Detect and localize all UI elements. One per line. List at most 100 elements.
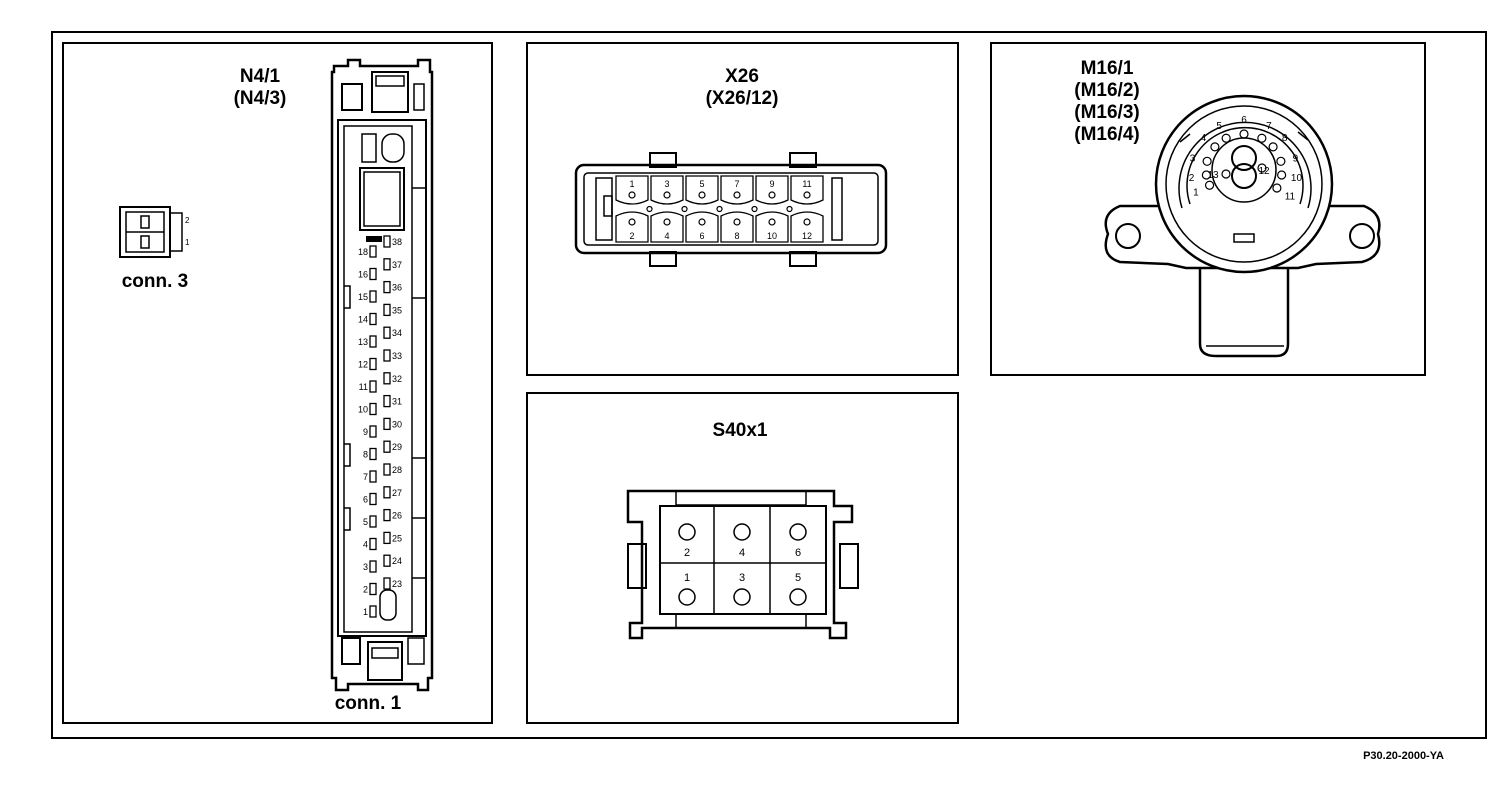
n4-pin-label: 3 — [363, 562, 368, 572]
n4-pin-label: 34 — [392, 328, 402, 338]
n4-pin-slot — [383, 372, 391, 385]
m16-pin — [1204, 180, 1215, 190]
n4-pin-slot — [383, 417, 391, 431]
n4-pin-label: 7 — [363, 472, 368, 482]
x26-cavity — [615, 211, 649, 243]
m16-pin-label: 10 — [1291, 173, 1303, 184]
m16-pin-label: 9 — [1293, 154, 1299, 165]
n4-pin-label: 11 — [359, 382, 368, 392]
n4-pin-label: 9 — [363, 427, 368, 437]
x26-pin — [663, 191, 671, 199]
x26-pin — [803, 218, 811, 226]
panel-s40 — [526, 392, 959, 724]
n4-pin-slot — [369, 380, 377, 393]
m16-pin — [1202, 156, 1212, 166]
s40-pin — [733, 523, 751, 541]
x26-pin — [628, 218, 636, 226]
x26-spacer — [751, 205, 758, 213]
s40-pin-label: 5 — [795, 572, 801, 584]
x26-cavity — [790, 175, 824, 205]
n4-pin-label: 33 — [392, 351, 402, 361]
m16-pin — [1221, 169, 1231, 179]
n4-pin-label: 31 — [392, 397, 402, 407]
n4-pin-slot — [369, 492, 377, 506]
m16-alt2: (M16/3) — [1074, 102, 1140, 123]
n4-pin-label: 5 — [363, 517, 368, 527]
x26-pin-label: 1 — [629, 179, 634, 189]
m16-pin — [1268, 142, 1278, 152]
x26-pin — [733, 191, 741, 199]
n4-pin-slot — [369, 447, 377, 461]
n4-pin-label: 29 — [392, 442, 402, 452]
x26-label: X26 (X26/12) — [672, 66, 812, 110]
m16-pin — [1277, 170, 1287, 180]
n4-pin-slot — [383, 258, 391, 271]
n4-pin-label: 8 — [363, 450, 368, 460]
s40-pin — [789, 588, 807, 606]
x26-pin — [663, 218, 671, 226]
n4-pin-label: 35 — [392, 305, 402, 315]
x26-subtitle: (X26/12) — [705, 88, 779, 109]
n4-pin-label: 26 — [392, 511, 402, 521]
panel-n4 — [62, 42, 493, 724]
x26-pin-label: 12 — [802, 231, 812, 241]
x26-cavity — [685, 175, 719, 205]
n4-pin-label: 1 — [363, 607, 368, 617]
m16-pin — [1201, 170, 1211, 180]
m16-pin-label: 7 — [1266, 121, 1272, 132]
x26-cavity — [650, 175, 684, 205]
s40-pin-label: 1 — [684, 572, 690, 584]
m16-pin-label: 6 — [1241, 115, 1247, 126]
x26-pin — [628, 191, 636, 199]
n4-pin-slot — [369, 357, 377, 371]
m16-pin — [1239, 129, 1249, 139]
x26-pin-label: 7 — [734, 179, 739, 189]
n4-pin-label: 4 — [363, 540, 368, 550]
m16-alt1: (M16/2) — [1074, 80, 1140, 101]
s40-title: S40x1 — [712, 420, 768, 441]
conn3-connector: 2 1 — [119, 206, 190, 258]
n4-pin-slot — [369, 582, 377, 596]
x26-spacer — [786, 205, 793, 213]
n4-pin-slot — [369, 245, 377, 258]
m16-pin-label: 12 — [1258, 166, 1270, 177]
x26-pin-label: 5 — [699, 179, 704, 189]
n4-subtitle: (N4/3) — [233, 88, 287, 109]
s40-pin — [678, 588, 696, 606]
n4-pin-label: 28 — [392, 465, 402, 475]
n4-pin-label: 36 — [392, 283, 402, 293]
n4-pin-label: 32 — [392, 374, 402, 384]
m16-pin-label: 11 — [1285, 192, 1296, 203]
s40-pin-label: 4 — [739, 547, 745, 559]
m16-label: M16/1 (M16/2) (M16/3) (M16/4) — [1052, 58, 1162, 146]
m16-title: M16/1 — [1080, 58, 1134, 79]
m16-pin — [1210, 142, 1220, 152]
n4-pin-label: 38 — [392, 237, 402, 247]
s40-pin-label: 3 — [739, 572, 745, 584]
x26-pin — [698, 191, 706, 199]
n4-pin-slot — [369, 312, 377, 326]
m16-pin-label: 4 — [1201, 133, 1207, 144]
n4-pin-label: 18 — [358, 247, 368, 257]
x26-title: X26 — [725, 66, 759, 87]
n4-pin-label: 16 — [358, 270, 368, 280]
reference-code: P30.20-2000-YA — [1363, 750, 1444, 762]
x26-pin-label: 10 — [767, 231, 777, 241]
n4-pin-label: 10 — [358, 405, 368, 415]
n4-label: N4/1 (N4/3) — [205, 66, 315, 110]
x26-cavity — [720, 175, 754, 205]
m16-pin — [1257, 163, 1267, 173]
n4-pin-slot — [369, 425, 377, 438]
x26-cavity — [685, 211, 719, 243]
n4-pin-slot — [383, 554, 391, 567]
conn3-caption: conn. 3 — [121, 271, 189, 292]
x26-cavity — [720, 211, 754, 243]
n4-pin-slot — [383, 326, 391, 339]
svg-text:1: 1 — [185, 238, 190, 247]
n4-pin-slot — [369, 560, 377, 573]
n4-pin-label: 12 — [358, 360, 368, 370]
n4-pin-slot — [369, 537, 377, 551]
n4-pin-slot — [383, 303, 391, 317]
m16-pin-label: 2 — [1189, 173, 1195, 184]
